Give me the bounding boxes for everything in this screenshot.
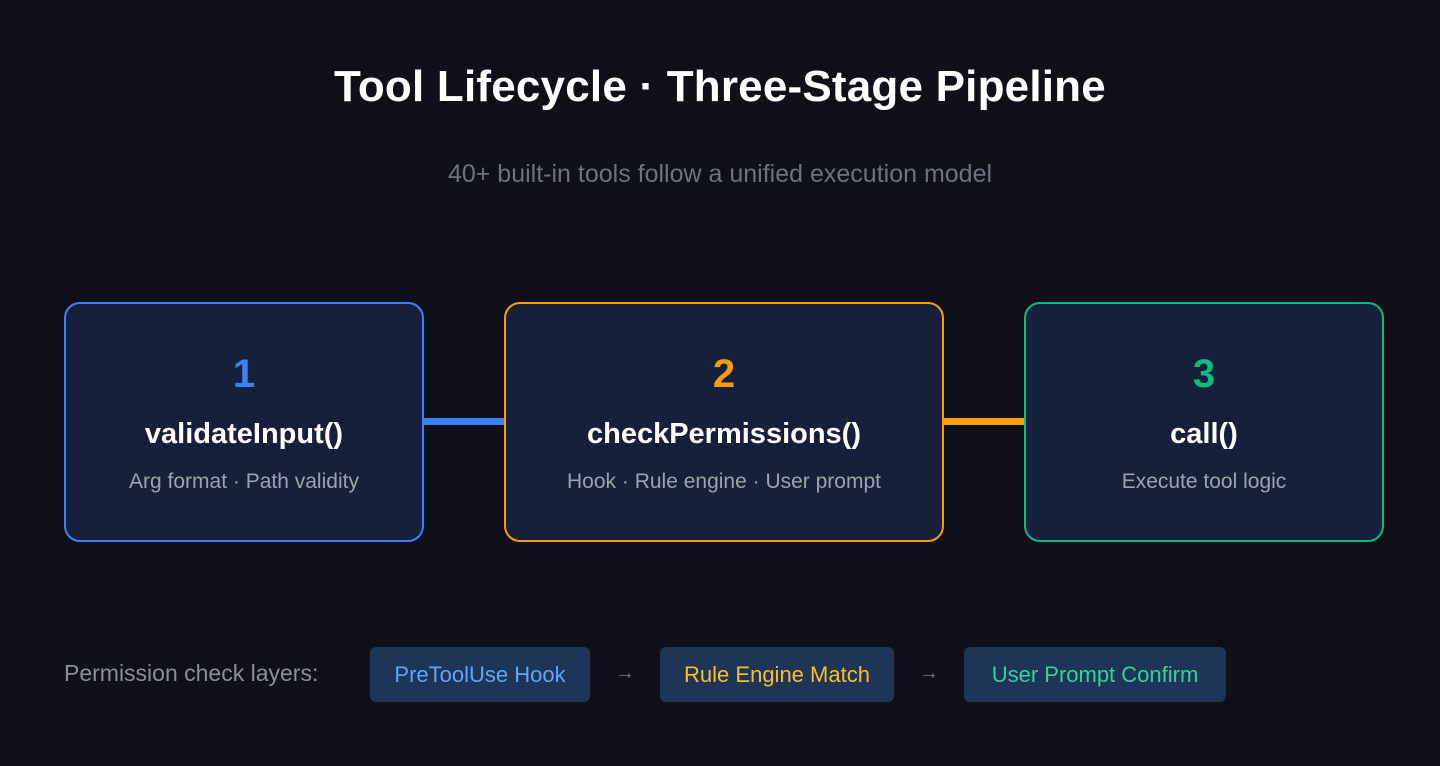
page-title: Tool Lifecycle · Three-Stage Pipeline bbox=[334, 62, 1106, 111]
stage-description: Hook · Rule engine · User prompt bbox=[567, 470, 881, 493]
arrow-right-icon: → bbox=[615, 662, 635, 684]
stage-box-check-permissions: 2 checkPermissions() Hook · Rule engine … bbox=[504, 302, 944, 542]
stage-number: 2 bbox=[712, 352, 736, 396]
layer-chip-pretooluse-hook: PreToolUse Hook bbox=[370, 647, 590, 702]
stage-description: Arg format · Path validity bbox=[129, 470, 359, 493]
stage-name: validateInput() bbox=[144, 418, 344, 450]
connector-stage-1-to-2 bbox=[424, 418, 504, 425]
stage-box-validate-input: 1 validateInput() Arg format · Path vali… bbox=[64, 302, 424, 542]
arrow-right-icon: → bbox=[919, 662, 939, 684]
stage-box-call: 3 call() Execute tool logic bbox=[1024, 302, 1384, 542]
stage-number: 3 bbox=[1192, 352, 1216, 396]
stage-name: checkPermissions() bbox=[586, 418, 861, 450]
stage-name: call() bbox=[1170, 418, 1238, 450]
layer-chip-rule-engine-match: Rule Engine Match bbox=[660, 647, 894, 702]
page-subtitle: 40+ built-in tools follow a unified exec… bbox=[447, 160, 993, 188]
stage-number: 1 bbox=[232, 352, 256, 396]
permission-layers-label: Permission check layers: bbox=[64, 660, 319, 686]
connector-stage-2-to-3 bbox=[944, 418, 1024, 425]
stage-description: Execute tool logic bbox=[1121, 470, 1287, 493]
layer-chip-user-prompt-confirm: User Prompt Confirm bbox=[964, 647, 1226, 702]
